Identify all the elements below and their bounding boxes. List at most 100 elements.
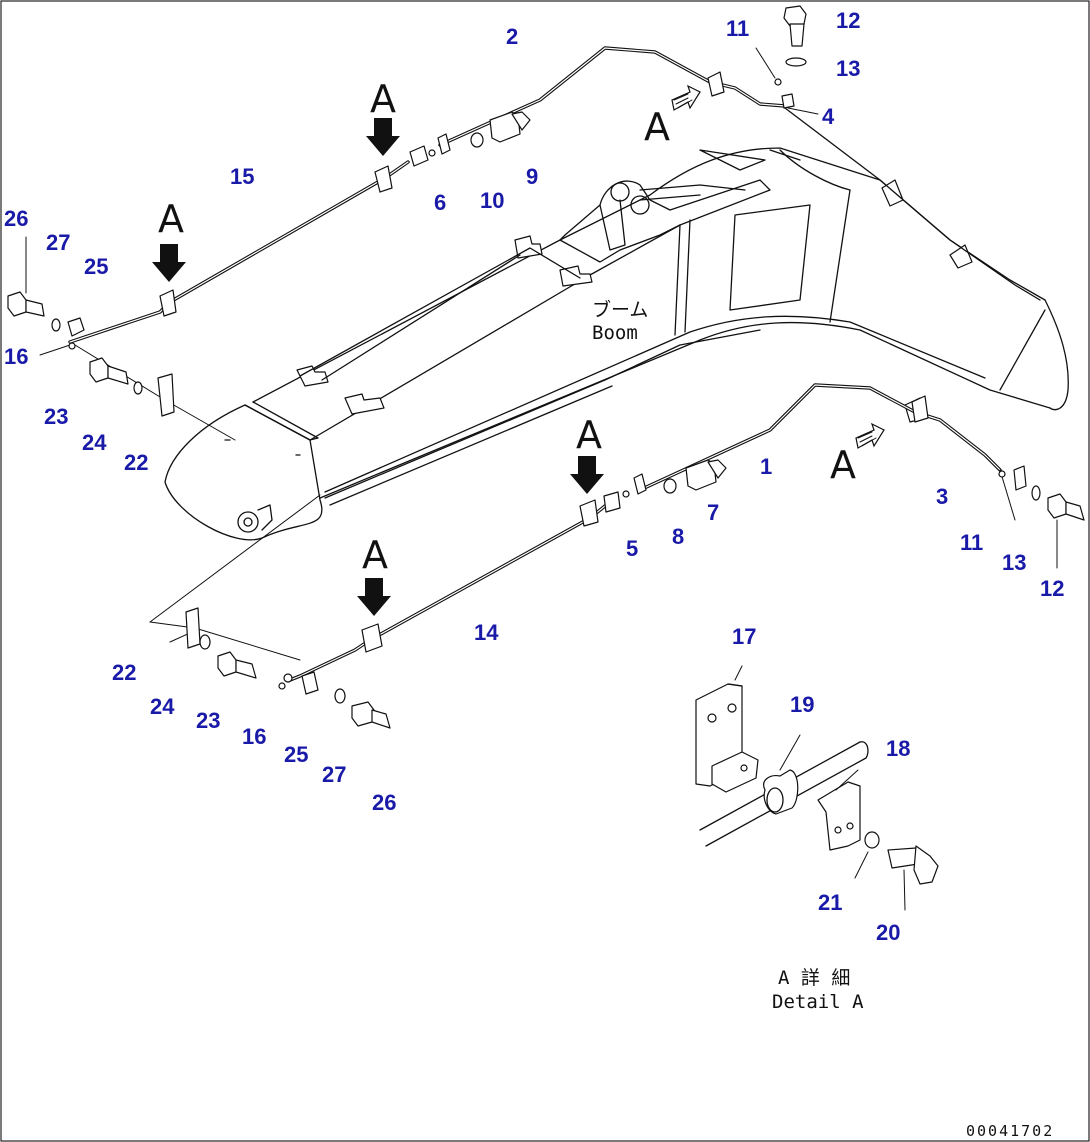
callout-12-right: 12 (1040, 576, 1064, 601)
callout-22-upper: 22 (124, 450, 148, 475)
part-25-clamp (67, 317, 85, 337)
part-20-bolt (887, 845, 939, 885)
callout-12-top: 12 (836, 8, 860, 33)
callout-25-lower: 25 (284, 742, 308, 767)
callout-23-upper: 23 (44, 404, 68, 429)
callout-10: 10 (480, 188, 504, 213)
callout-2: 2 (506, 24, 518, 49)
svg-text:A: A (370, 77, 396, 121)
part-24-washer (133, 381, 143, 395)
callout-21: 21 (818, 890, 842, 915)
callout-27-upper: 27 (46, 230, 70, 255)
detail-a: A 詳 細 Detail A (695, 665, 939, 1013)
part-16-oring (68, 342, 76, 350)
part-8-washer (663, 478, 677, 494)
callout-22-lower: 22 (112, 660, 136, 685)
part-25-clamp-lower (301, 671, 319, 695)
callout-5: 5 (626, 536, 638, 561)
callout-9: 9 (526, 164, 538, 189)
callout-27-lower: 27 (322, 762, 346, 787)
hose-lower (324, 329, 761, 506)
svg-text:A: A (576, 413, 602, 457)
callout-19: 19 (790, 692, 814, 717)
view-arrow-a-4: A (357, 533, 391, 616)
part-24-washer-lower (199, 634, 211, 650)
callout-7: 7 (707, 500, 719, 525)
part-12-bolt (783, 5, 807, 47)
view-arrow-a-5: A (644, 84, 701, 149)
part-4-clamp (781, 93, 795, 109)
callout-13-right: 13 (1002, 550, 1026, 575)
callout-26-upper: 26 (4, 206, 28, 231)
part-13-washer-right (1031, 485, 1041, 501)
callout-6: 6 (434, 190, 446, 215)
part-1-flange (633, 473, 647, 495)
part-13-washer (785, 57, 807, 67)
callout-3: 3 (936, 484, 948, 509)
callout-18: 18 (886, 736, 910, 761)
part-18-clamp (817, 781, 861, 851)
callout-11-top: 11 (726, 16, 749, 41)
pipe-15 (68, 160, 410, 344)
callout-16-lower: 16 (242, 724, 266, 749)
callout-1: 1 (760, 454, 772, 479)
part-9-bolt (489, 111, 531, 143)
pipe-clamps (159, 71, 929, 653)
pipe-1 (638, 383, 1002, 492)
pipe-2 (438, 46, 787, 147)
part-10-washer (470, 132, 484, 148)
part-11-oring (774, 78, 782, 86)
svg-text:A: A (362, 533, 388, 577)
part-14-end (283, 673, 293, 683)
part-22-clamp (157, 373, 175, 417)
callout-11-right: 11 (960, 530, 983, 555)
part-26-bolt (7, 291, 45, 317)
part-12-bolt-right (1047, 493, 1085, 521)
part-5-clamp (603, 491, 621, 513)
hose-upper (299, 107, 1041, 381)
part-11-clamp (1013, 465, 1027, 491)
part-6-clamp (409, 145, 429, 167)
callout-16-upper: 16 (4, 344, 28, 369)
view-arrow-a-1: A (366, 77, 400, 156)
part-22-clamp-lower (185, 607, 201, 649)
callout-8: 8 (672, 524, 684, 549)
part-23-bolt (89, 357, 129, 385)
view-arrow-a-6: A (830, 422, 885, 487)
part-27-washer-lower (334, 688, 346, 704)
part-2-flange (437, 133, 451, 155)
callout-20: 20 (876, 920, 900, 945)
detail-label-jp: A 詳 細 (778, 967, 850, 989)
part-7-bolt (685, 459, 727, 491)
part-27-washer (51, 318, 61, 332)
part-5-oring (622, 490, 630, 498)
part-16-oring-lower (278, 682, 286, 690)
callout-14: 14 (474, 620, 499, 645)
drawing-code: 00041702 (966, 1122, 1054, 1140)
callout-4: 4 (822, 104, 835, 129)
callout-24-upper: 24 (82, 430, 107, 455)
callout-15: 15 (230, 164, 254, 189)
view-arrow-a-3: A (570, 413, 604, 494)
callout-24-lower: 24 (150, 694, 175, 719)
detail-label-en: Detail A (772, 991, 864, 1013)
part-3-oring (998, 470, 1006, 478)
part-21-washer (864, 831, 880, 849)
boom-label-jp: ブーム (592, 298, 648, 321)
boom-label-en: Boom (592, 322, 638, 344)
pipe-14 (288, 504, 607, 682)
part-6-oring (428, 149, 436, 157)
leader-lines (25, 47, 1058, 661)
part-23-bolt-lower (217, 651, 257, 679)
view-arrow-a-2: A (152, 197, 186, 282)
callouts: 1 2 3 4 5 6 7 8 9 10 11 11 12 12 13 13 1… (4, 8, 1064, 945)
callout-25-upper: 25 (84, 254, 108, 279)
svg-text:A: A (830, 443, 856, 487)
callout-17: 17 (732, 624, 756, 649)
svg-text:A: A (644, 105, 670, 149)
callout-23-lower: 23 (196, 708, 220, 733)
svg-text:A: A (158, 197, 184, 241)
